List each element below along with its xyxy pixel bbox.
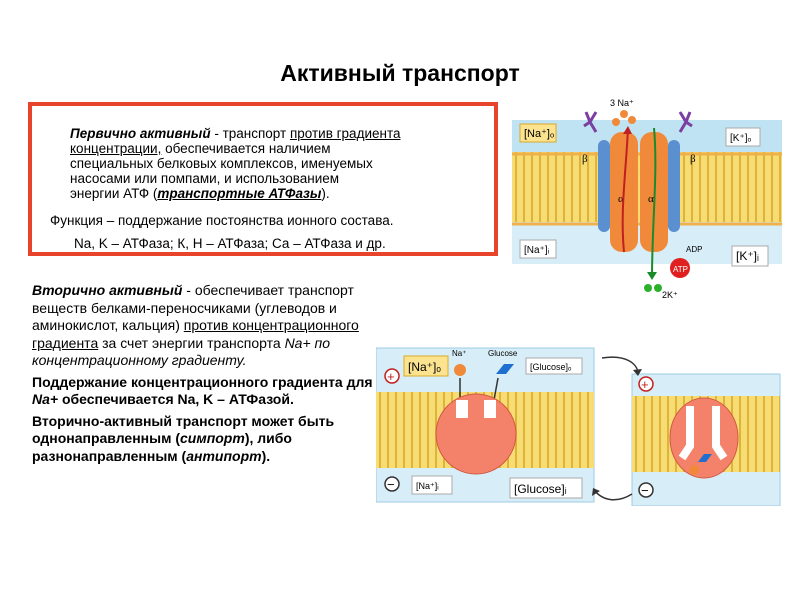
k-ion xyxy=(654,284,662,292)
transition-arrow-back xyxy=(593,489,633,501)
na-ion xyxy=(454,364,466,376)
na-in-label: [Na⁺]ᵢ xyxy=(524,245,550,256)
adp-label: ADP xyxy=(686,245,702,254)
atp-label: ATP xyxy=(673,265,688,274)
glucose-in-label: [Glucose]ᵢ xyxy=(514,482,567,496)
glycan-left-icon xyxy=(583,111,598,133)
glycan-right-icon xyxy=(678,111,693,133)
alpha-label-right: α xyxy=(648,193,654,205)
na-ion-label: Na⁺ xyxy=(452,349,466,358)
na-out-label-box xyxy=(519,123,557,143)
secondary-term: Вторично активный xyxy=(32,282,183,298)
k-in-label: [K⁺]ᵢ xyxy=(736,249,759,263)
secondary-definition: Вторично активный - обеспечивает транспо… xyxy=(32,282,373,464)
na-ion xyxy=(612,118,620,126)
carrier-protein-open xyxy=(669,397,739,479)
minus-sign: − xyxy=(387,477,395,492)
carrier-protein xyxy=(435,393,517,475)
symport-na-out-label: [Na⁺]ₒ xyxy=(408,360,441,374)
primary-term: Первично активный xyxy=(70,126,211,141)
k-ion xyxy=(644,284,652,292)
na-ion xyxy=(620,110,628,118)
primary-definition-box xyxy=(28,102,498,256)
page-title: Активный транспорт xyxy=(280,60,520,86)
atp-icon xyxy=(670,258,690,278)
transition-arrow-forward xyxy=(601,356,639,375)
against-gradient-link: против градиента xyxy=(289,126,401,141)
symport-term: симпорт xyxy=(180,430,245,446)
na-efflux-arrow xyxy=(621,127,629,253)
plus-sign: + xyxy=(387,369,395,384)
k-influx-arrow xyxy=(651,127,657,279)
atpases-term: транспортные АТФазы xyxy=(157,186,322,201)
beta-label-right: β xyxy=(690,153,696,165)
glucose-out-label: [Glucose]ₒ xyxy=(530,362,572,372)
na-ion xyxy=(628,116,636,124)
glucose-molecule-icon xyxy=(698,454,712,462)
primary-function: Функция – поддержание постоянства ионног… xyxy=(50,213,394,228)
na3-label: 3 Na⁺ xyxy=(610,98,634,108)
plus-sign: + xyxy=(641,377,649,392)
k-out-label: [K⁺]ₒ xyxy=(730,133,752,144)
antiport-term: антипорт xyxy=(186,447,262,464)
glucose-label: Glucose xyxy=(488,349,518,358)
symport-na-in-label: [Na⁺]ᵢ xyxy=(416,481,439,491)
na-glucose-symport-diagram: [Na⁺]ₒ Na⁺ Glucose [Glucose]ₒ + − [Na⁺]ᵢ… xyxy=(376,347,781,506)
primary-examples: Na, K – АТФаза; К, Н – АТФаза; Са – АТФа… xyxy=(74,236,386,251)
beta-label-left: β xyxy=(582,153,588,165)
primary-definition: Первично активный - транспорт против гра… xyxy=(70,126,401,201)
beta-subunit-right xyxy=(668,140,680,232)
glucose-molecule-icon xyxy=(496,364,514,374)
beta-subunit-left xyxy=(598,140,610,232)
k2-label: 2K⁺ xyxy=(662,290,678,300)
alpha-label-left: α xyxy=(618,193,624,205)
na-out-label: [Na⁺]ₒ xyxy=(524,128,554,140)
na-k-pump-diagram: [Na⁺]ₒ [K⁺]ₒ [Na⁺]ᵢ [K⁺]ᵢ β β α α 3 Na⁺ … xyxy=(512,98,782,300)
na-ion xyxy=(689,465,699,475)
minus-sign: − xyxy=(641,483,649,498)
